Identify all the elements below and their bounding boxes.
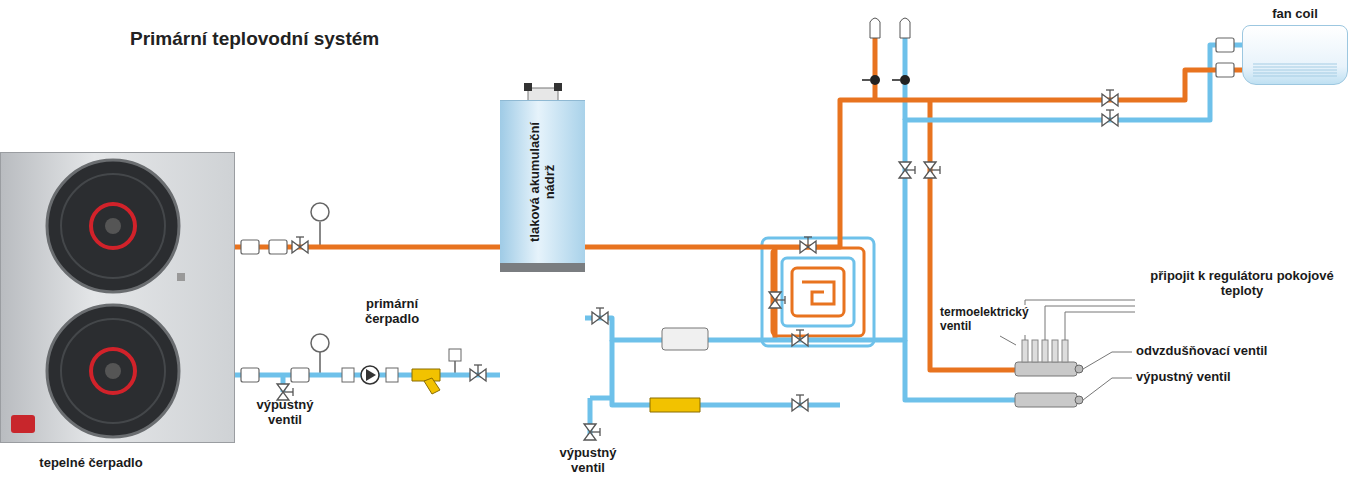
- fan-coil-unit: fan coil: [1242, 25, 1348, 85]
- controller-note: připojit k regulátoru pokojové teploty: [1140, 268, 1344, 300]
- pipe: [235, 70, 1242, 247]
- node-label: fan coil: [1243, 7, 1347, 22]
- node-label: tepelné čerpadlo: [1, 456, 181, 471]
- tank-cap: [524, 83, 562, 101]
- thermo-valve-label: termoelektrický ventil: [938, 305, 1040, 335]
- strainer: [412, 369, 440, 394]
- pump-label: primární čerpadlo: [352, 297, 432, 327]
- pump-symbol: [342, 366, 398, 384]
- diagram-title: Primární teplovodní systém: [130, 28, 379, 50]
- drain-valve-label: výpustný ventil: [548, 446, 628, 476]
- secondary-pump: [650, 328, 708, 412]
- heat-pump-unit: tepelné čerpadlo: [0, 152, 235, 443]
- return-pipe: [612, 340, 840, 405]
- floor-loop: [762, 238, 874, 346]
- manifold: [1015, 340, 1083, 407]
- fan-grilles: [1, 153, 236, 444]
- vent-pipe: [873, 38, 878, 100]
- gauges: [311, 203, 461, 361]
- drain-valve-label: výpustný ventil: [1136, 370, 1356, 385]
- drain-valve-label: výpustný ventil: [250, 398, 320, 428]
- air-vent-label: odvzdušňovací ventil: [1136, 344, 1356, 359]
- return-pipe: [905, 340, 1015, 400]
- valve-symbols: [241, 38, 1234, 440]
- fan-coil-grille: [1243, 26, 1347, 84]
- storage-tank: tlaková akumulační nádrž: [500, 100, 585, 272]
- drain-pipe: [590, 398, 612, 440]
- air-vents: [862, 18, 910, 85]
- node-label: tlaková akumulační nádrž: [528, 107, 557, 257]
